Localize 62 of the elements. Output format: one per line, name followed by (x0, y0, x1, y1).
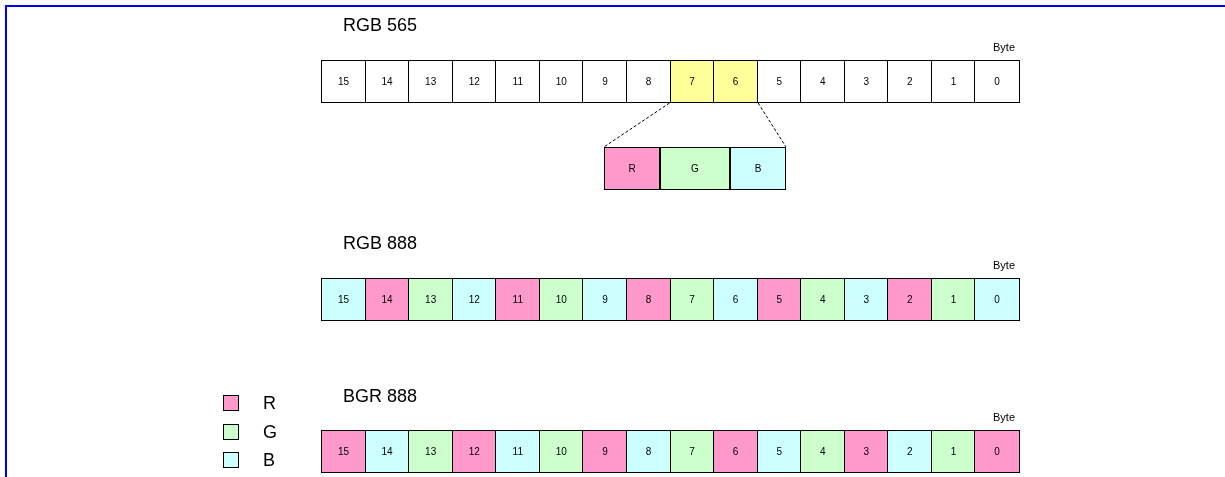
legend-label: R (263, 394, 276, 412)
bit-cell: 4 (800, 60, 846, 103)
bit-cell: 12 (451, 278, 497, 321)
bit-cell: 2 (887, 430, 933, 473)
bit-cell: 6 (713, 60, 759, 103)
bit-cell: 12 (451, 60, 497, 103)
bit-cell: 2 (887, 278, 933, 321)
bit-cell: 3 (843, 278, 889, 321)
bit-cell: 1 (930, 60, 976, 103)
byte-label: Byte (993, 41, 1015, 53)
bit-cell: 7 (669, 430, 715, 473)
bit-cell: 13 (408, 430, 454, 473)
bit-cell: 8 (625, 430, 671, 473)
legend-label: B (263, 451, 275, 469)
byte-label: Byte (993, 411, 1015, 423)
bit-cell: 3 (843, 430, 889, 473)
bit-cell: 1 (930, 430, 976, 473)
bit-cell: 11 (495, 430, 541, 473)
bit-cell: 6 (713, 430, 759, 473)
bit-cell: B (730, 147, 786, 190)
bit-cell: 5 (756, 430, 802, 473)
bit-cell: 12 (451, 430, 497, 473)
bit-cell: 1 (930, 278, 976, 321)
bit-cell: 7 (669, 278, 715, 321)
format-title: RGB 565 (343, 15, 418, 36)
format-title: RGB 888 (343, 233, 418, 254)
bit-cell: 8 (625, 60, 671, 103)
format-title: BGR 888 (343, 386, 418, 407)
bit-cell: 5 (756, 278, 802, 321)
bit-cell: 10 (538, 430, 584, 473)
bit-cell: R (604, 147, 660, 190)
bit-cell: 15 (321, 278, 367, 321)
bit-cell: 14 (364, 278, 410, 321)
bit-cell: 7 (669, 60, 715, 103)
bit-cell: 14 (364, 60, 410, 103)
bit-cell: 9 (582, 430, 628, 473)
bit-cell: 10 (538, 60, 584, 103)
bit-cell: 0 (974, 278, 1020, 321)
bit-cell: 4 (800, 430, 846, 473)
bit-cell: 10 (538, 278, 584, 321)
bit-cell: 13 (408, 278, 454, 321)
bit-cell: G (660, 147, 730, 190)
leader-line (603, 102, 670, 148)
bit-cell: 0 (974, 430, 1020, 473)
bit-cell: 5 (756, 60, 802, 103)
bit-cell: 2 (887, 60, 933, 103)
legend-label: G (263, 423, 277, 441)
bit-cell: 4 (800, 278, 846, 321)
bit-cell: 0 (974, 60, 1020, 103)
bit-cell: 14 (364, 430, 410, 473)
bit-cell: 8 (625, 278, 671, 321)
bit-cell: 11 (495, 60, 541, 103)
bit-cell: 9 (582, 278, 628, 321)
leader-line (757, 102, 787, 148)
bit-cell: 15 (321, 430, 367, 473)
bit-cell: 9 (582, 60, 628, 103)
bit-cell: 6 (713, 278, 759, 321)
bit-cell: 3 (843, 60, 889, 103)
bit-cell: 11 (495, 278, 541, 321)
byte-label: Byte (993, 259, 1015, 271)
bit-cell: 15 (321, 60, 367, 103)
bit-cell: 13 (408, 60, 454, 103)
